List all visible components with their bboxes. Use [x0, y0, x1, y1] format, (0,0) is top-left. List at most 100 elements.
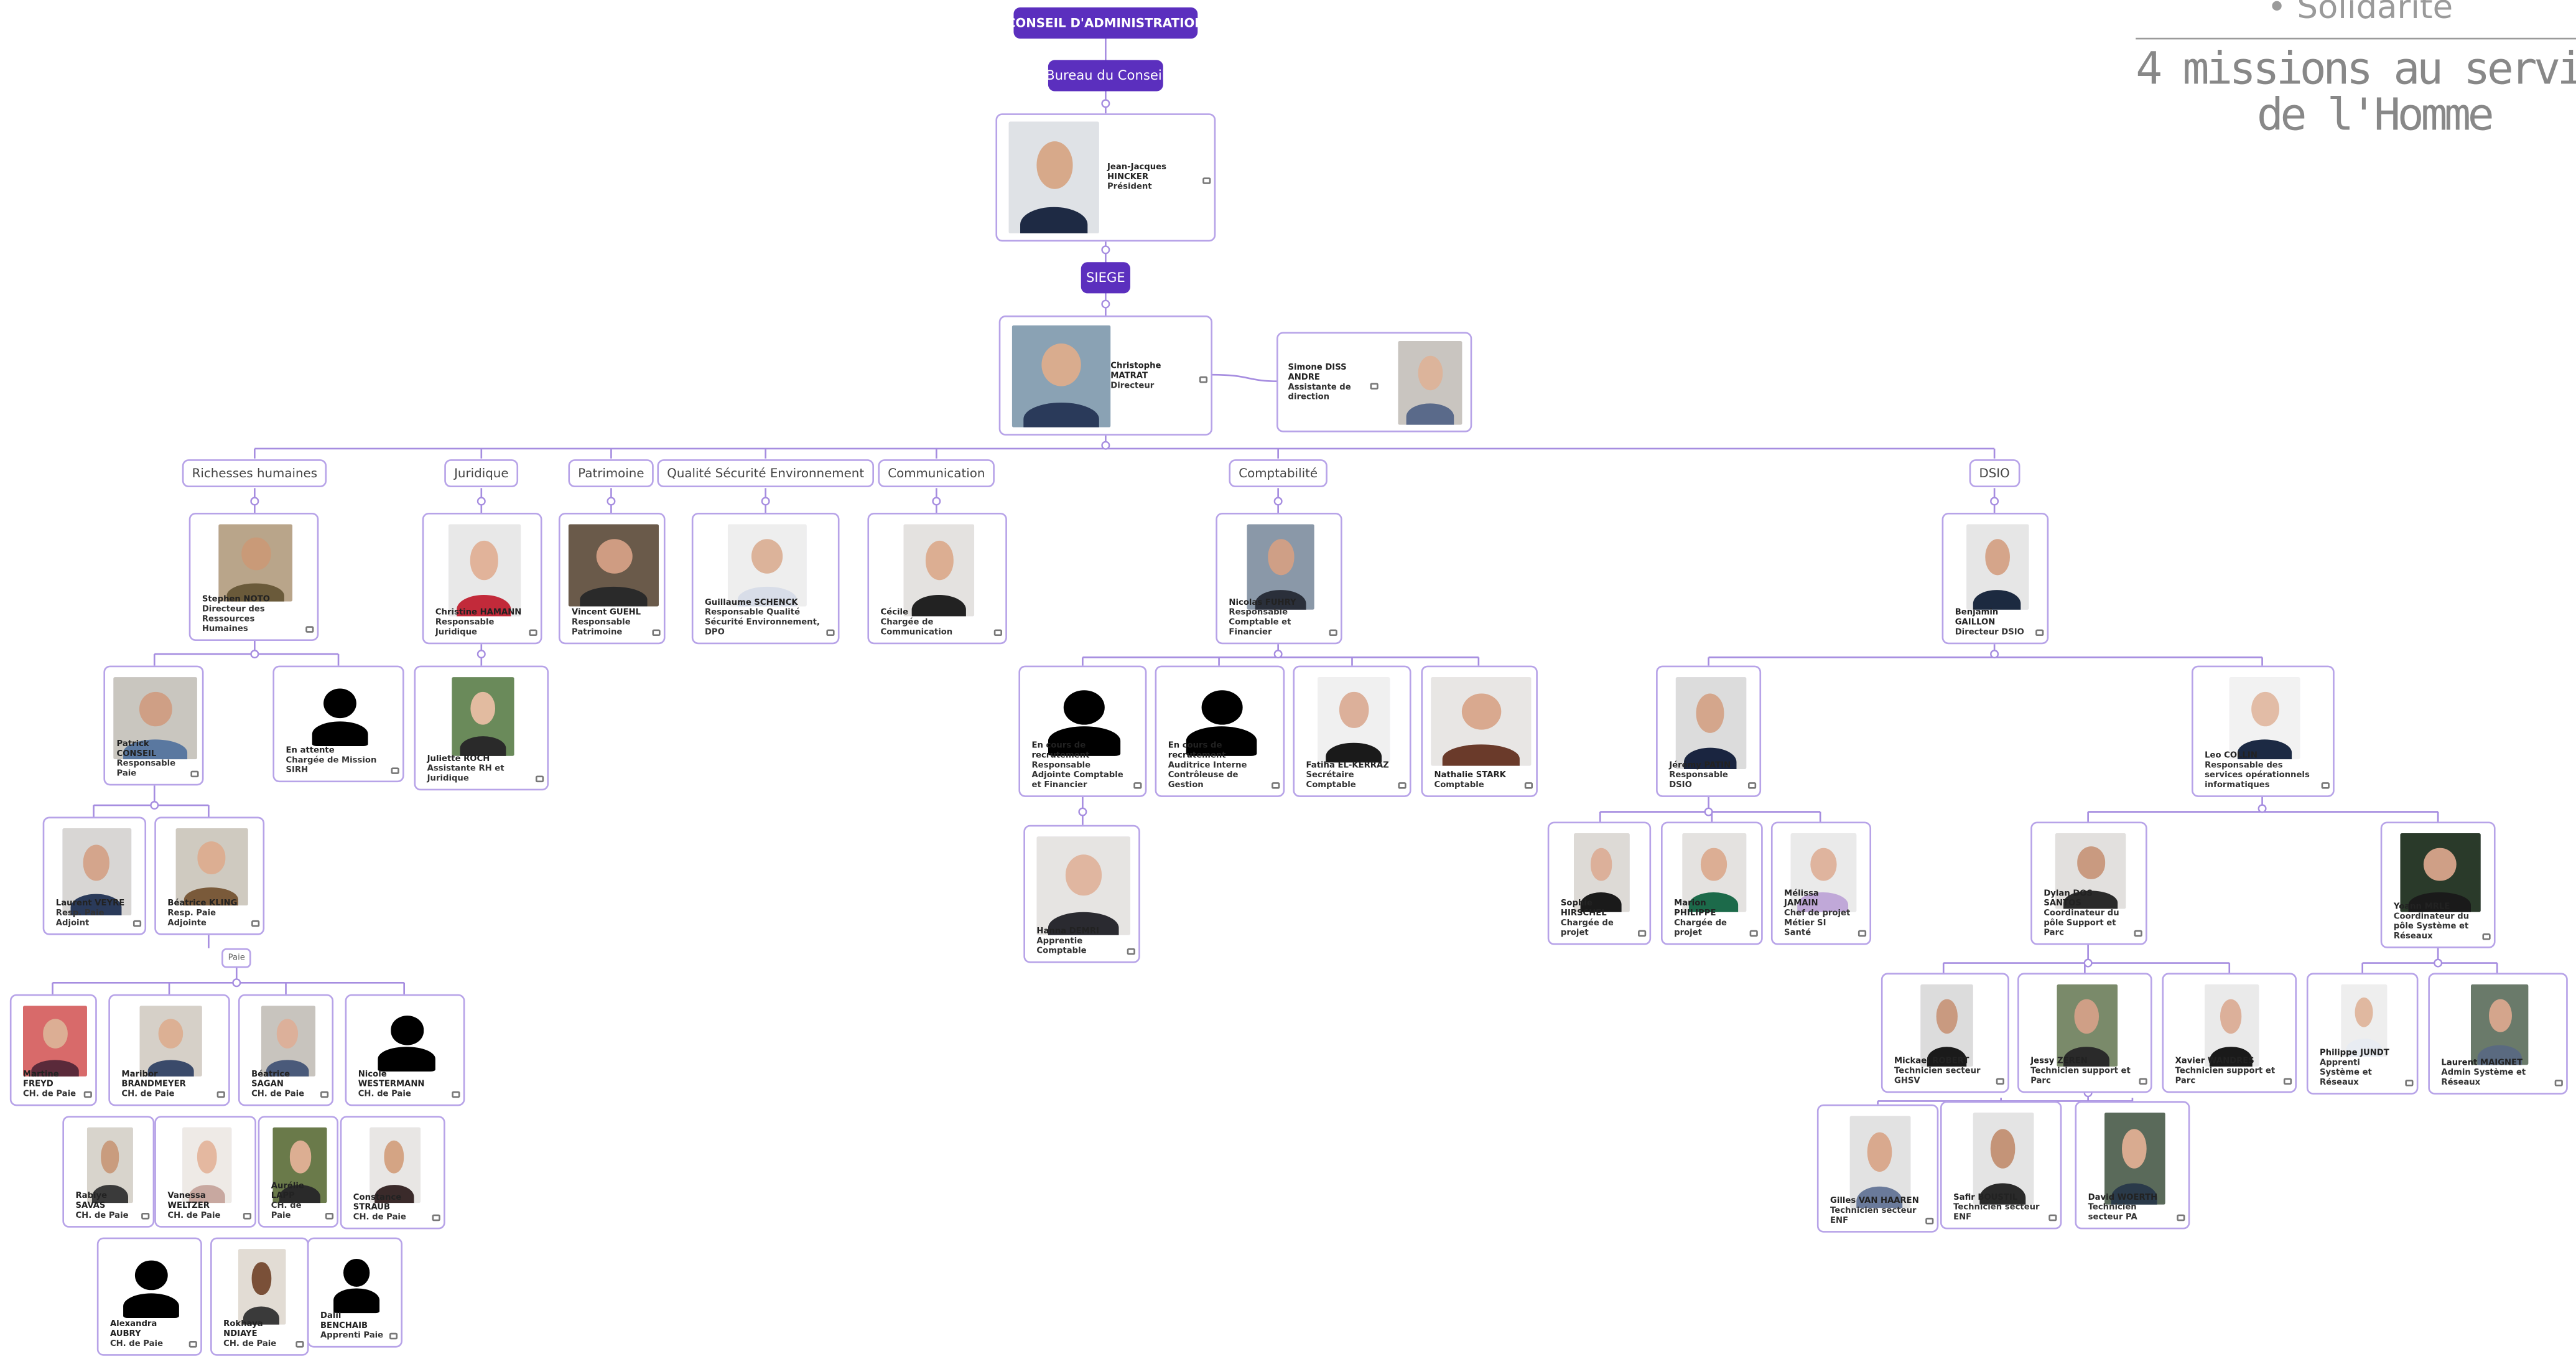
note-icon[interactable]	[652, 629, 661, 637]
board-node[interactable]: CONSEIL D'ADMINISTRATION	[1007, 7, 1205, 39]
note-icon[interactable]	[2321, 782, 2330, 789]
note-icon[interactable]	[133, 920, 142, 927]
dept-patrimoine[interactable]: Patrimoine	[568, 459, 654, 488]
note-icon[interactable]	[243, 1213, 252, 1220]
note-icon[interactable]	[993, 629, 1002, 637]
note-icon[interactable]	[1858, 930, 1867, 937]
note-icon[interactable]	[295, 1341, 304, 1348]
note-icon[interactable]	[2134, 930, 2142, 937]
note-icon[interactable]	[1133, 782, 1142, 789]
note-icon[interactable]	[1398, 782, 1407, 789]
siege-node[interactable]: SIEGE	[1081, 262, 1130, 294]
note-icon[interactable]	[391, 767, 399, 774]
note-icon[interactable]	[1199, 375, 1208, 383]
dept-juridique[interactable]: Juridique	[444, 459, 519, 488]
bureau-node[interactable]: Bureau du Conseil	[1046, 60, 1166, 91]
dept-qse[interactable]: Qualité Sécurité Environnement	[657, 459, 874, 488]
note-icon[interactable]	[83, 1091, 92, 1098]
dept-communication[interactable]: Communication	[878, 459, 995, 488]
note-icon[interactable]	[325, 1213, 334, 1220]
note-icon[interactable]	[141, 1213, 150, 1220]
note-icon[interactable]	[1749, 930, 1758, 937]
dept-rh[interactable]: Richesses humaines	[182, 459, 327, 488]
note-icon[interactable]	[1747, 782, 1757, 789]
note-icon[interactable]	[535, 775, 544, 783]
note-icon[interactable]	[2405, 1080, 2414, 1086]
note-icon[interactable]	[432, 1214, 440, 1222]
note-icon[interactable]	[2177, 1214, 2185, 1222]
dept-comptabilite[interactable]: Comptabilité	[1229, 459, 1328, 488]
note-icon[interactable]	[1329, 629, 1337, 637]
note-icon[interactable]	[389, 1332, 398, 1340]
note-icon[interactable]	[190, 770, 199, 778]
note-icon[interactable]	[1925, 1217, 1934, 1225]
note-icon[interactable]	[320, 1091, 329, 1098]
note-icon[interactable]	[1996, 1078, 2004, 1085]
note-icon[interactable]	[188, 1341, 197, 1348]
dept-paie[interactable]: Paie	[221, 948, 252, 968]
note-icon[interactable]	[826, 629, 835, 637]
note-icon[interactable]	[2139, 1078, 2147, 1085]
note-icon[interactable]	[529, 629, 537, 637]
note-icon[interactable]	[2482, 933, 2491, 940]
note-icon[interactable]	[1370, 382, 1379, 389]
note-icon[interactable]	[1127, 948, 1135, 955]
note-icon[interactable]	[2554, 1080, 2563, 1086]
note-icon[interactable]	[1202, 177, 1211, 184]
note-icon[interactable]	[251, 920, 260, 927]
dept-dsio[interactable]: DSIO	[1969, 459, 2020, 488]
note-icon[interactable]	[1272, 782, 1280, 789]
note-icon[interactable]	[2283, 1078, 2292, 1085]
note-icon[interactable]	[305, 626, 314, 633]
note-icon[interactable]	[2035, 629, 2044, 637]
note-icon[interactable]	[1524, 782, 1533, 789]
note-icon[interactable]	[2048, 1214, 2057, 1222]
note-icon[interactable]	[1638, 930, 1647, 937]
note-icon[interactable]	[216, 1091, 225, 1098]
